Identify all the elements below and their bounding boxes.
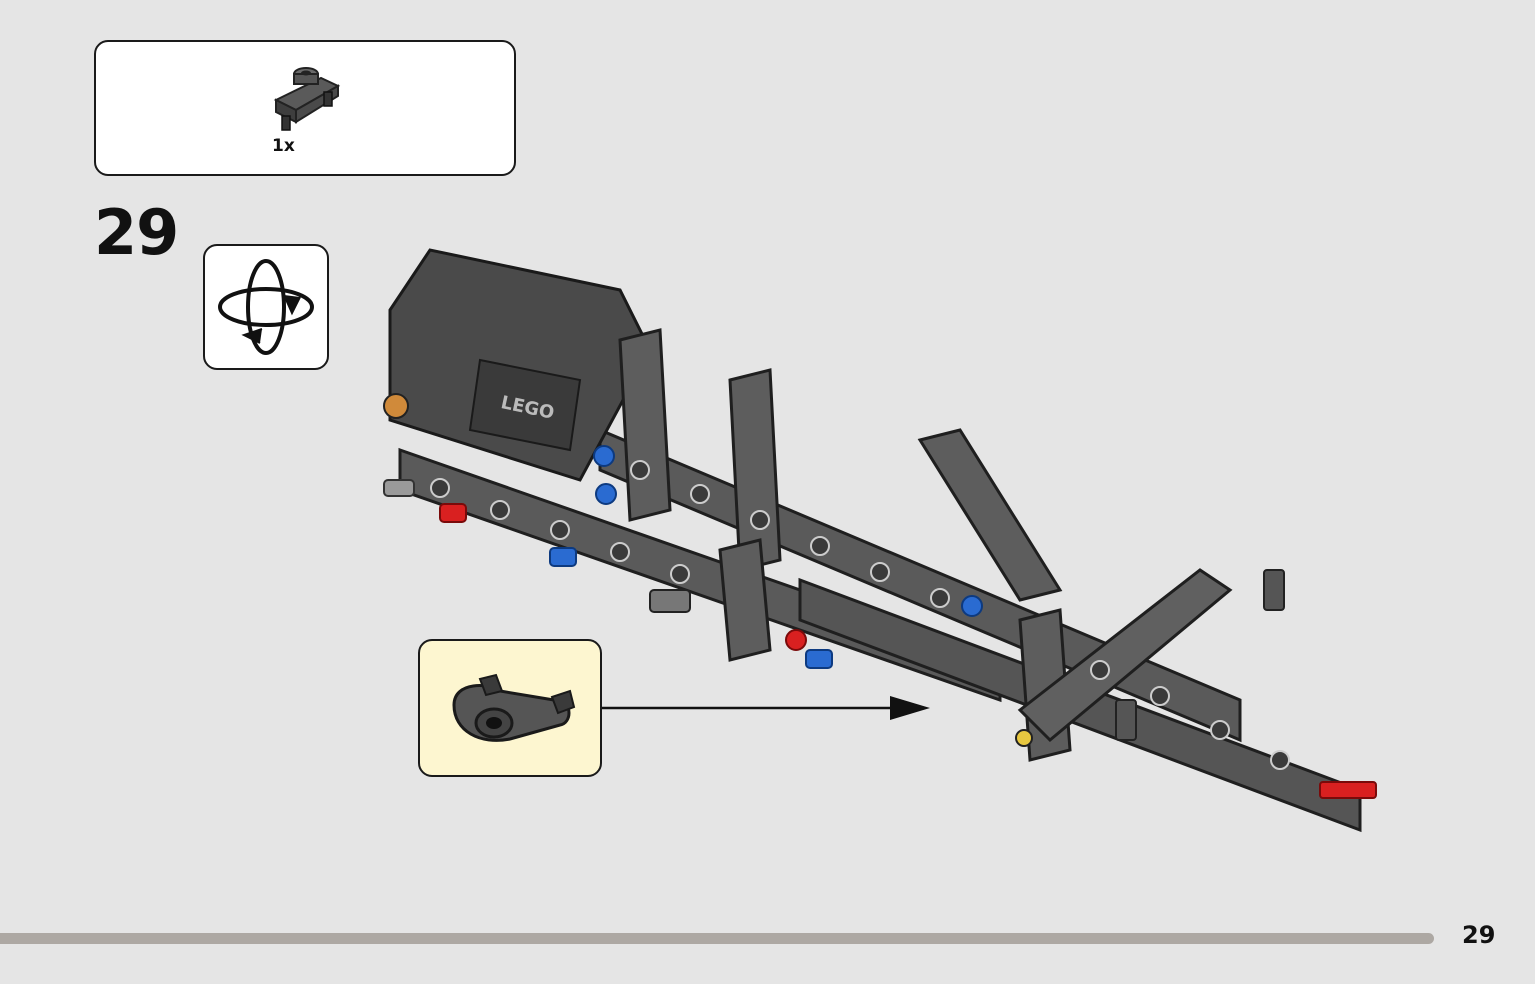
- placement-arrow: [602, 696, 930, 720]
- bracket-part-icon: [452, 673, 576, 742]
- step-number: 29: [94, 196, 179, 269]
- progress-bar: [0, 933, 1434, 944]
- rotate-model-icon: [218, 259, 314, 355]
- bracket-part-icon: [273, 67, 341, 131]
- model-assembly: LEGO: [383, 248, 1377, 833]
- rotate-hint-panel: [203, 244, 329, 370]
- page-number: 29: [1462, 921, 1496, 949]
- lego-assembly-icon: LEGO: [383, 248, 1377, 833]
- callout-panel: [418, 639, 602, 777]
- part-quantity: 1x: [272, 136, 295, 156]
- parts-list-panel: 1x: [94, 40, 516, 176]
